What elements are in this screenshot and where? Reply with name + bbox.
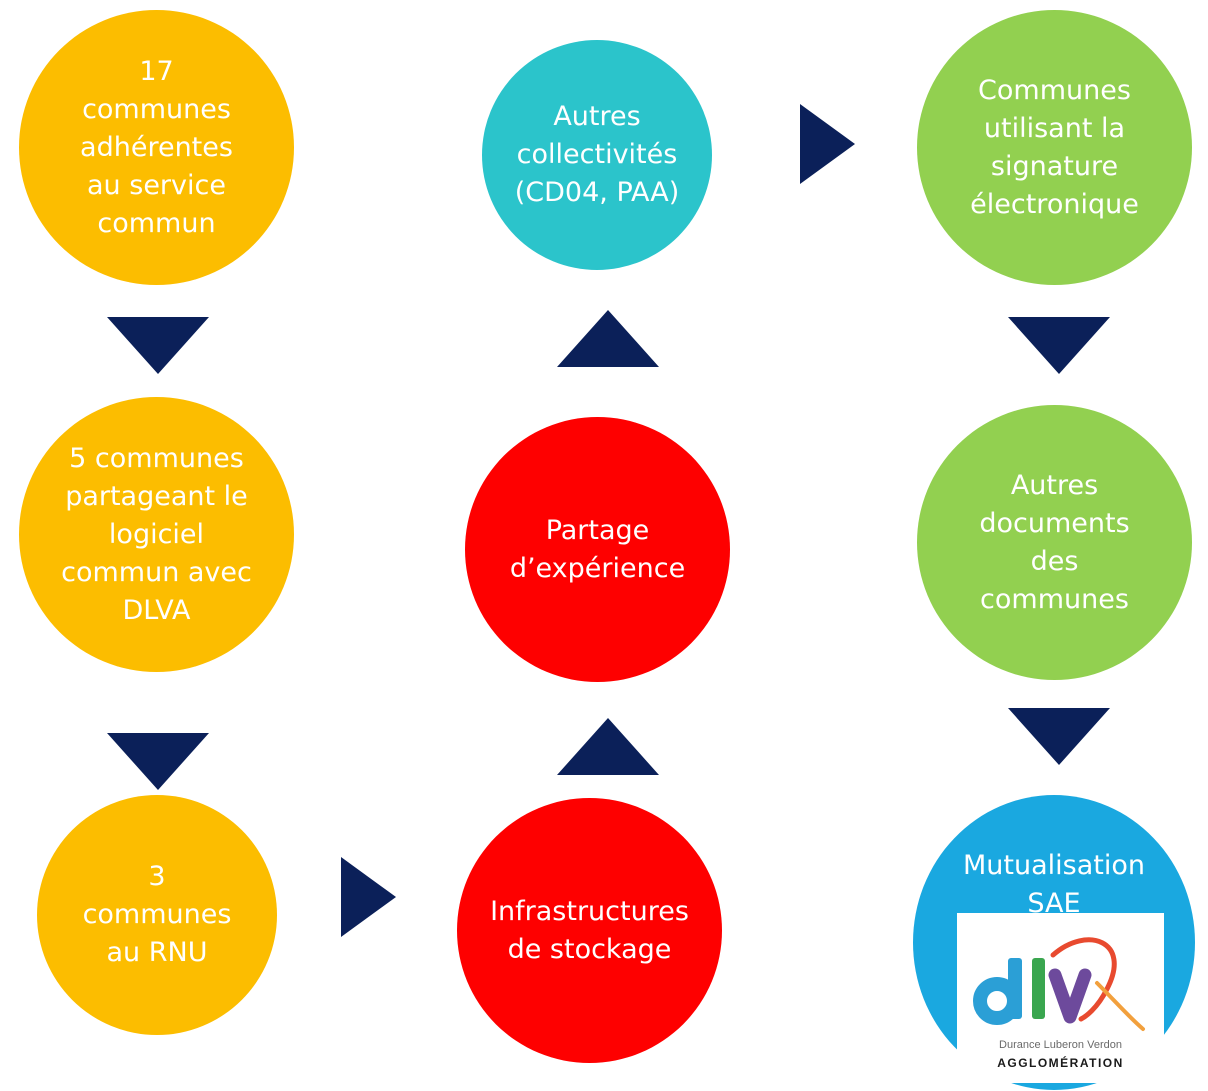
- node-autres-documents: Autres documents des communes: [917, 405, 1192, 680]
- arrow-up-icon: [557, 718, 659, 775]
- arrow-down-icon: [107, 733, 209, 790]
- arrow-up-icon: [557, 310, 659, 367]
- node-label: Communes utilisant la signature électron…: [970, 74, 1139, 220]
- node-label: Infrastructures de stockage: [490, 895, 689, 965]
- node-infrastructures: Infrastructures de stockage: [457, 798, 722, 1063]
- node-label: Autres collectivités (CD04, PAA): [514, 101, 680, 208]
- logo-swoosh: [1050, 937, 1117, 1022]
- node-label: Partage d’expérience: [509, 514, 686, 584]
- logo-letter-v: [1048, 968, 1092, 1024]
- node-label: 5 communes partageant le logiciel commun…: [61, 442, 252, 626]
- node-label: Autres documents des communes: [979, 469, 1130, 615]
- node-communes-adherentes: 17 communes adhérentes au service commun: [19, 10, 294, 285]
- logo-letter-d-stem: [1008, 958, 1022, 1019]
- node-autres-collectivites: Autres collectivités (CD04, PAA): [482, 40, 712, 270]
- node-partage: Partage d’expérience: [465, 417, 730, 682]
- node-communes-logiciel: 5 communes partageant le logiciel commun…: [19, 397, 294, 672]
- dlva-logo-mark: [973, 937, 1145, 1031]
- logo-swoosh-tail: [1095, 981, 1145, 1031]
- logo-letter-l: [1032, 958, 1045, 1019]
- node-signature: Communes utilisant la signature électron…: [917, 10, 1192, 285]
- node-label: 3 communes au RNU: [82, 861, 232, 968]
- arrow-down-icon: [1008, 708, 1110, 765]
- logo-name: Durance Luberon Verdon: [999, 1039, 1122, 1051]
- node-label: 17 communes adhérentes au service commun: [80, 55, 233, 239]
- node-communes-rnu: 3 communes au RNU: [37, 795, 277, 1035]
- arrow-down-icon: [107, 317, 209, 374]
- arrow-down-icon: [1008, 317, 1110, 374]
- dlva-logo: Durance Luberon Verdon AGGLOMÉRATION: [957, 913, 1164, 1083]
- arrow-right-icon: [341, 857, 396, 937]
- arrow-right-icon: [800, 104, 855, 184]
- logo-subtitle: AGGLOMÉRATION: [997, 1056, 1124, 1070]
- node-label: Mutualisation SAE: [963, 850, 1145, 919]
